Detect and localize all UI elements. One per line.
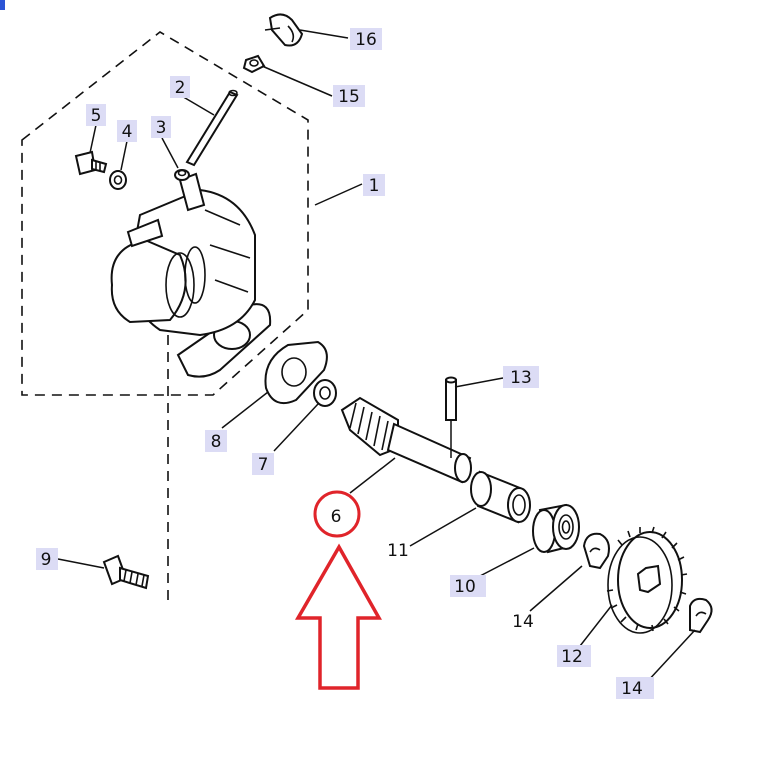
svg-text:8: 8: [211, 432, 222, 452]
svg-text:15: 15: [338, 87, 360, 107]
gear: [606, 526, 688, 634]
callout-12[interactable]: 12: [557, 645, 591, 667]
svg-text:3: 3: [156, 118, 167, 138]
corner-mark: [0, 0, 5, 10]
callout-6-highlighted[interactable]: 6: [313, 490, 361, 538]
washer-small: [109, 170, 127, 190]
washer: [313, 379, 337, 407]
nut: [242, 54, 266, 74]
gasket: [264, 340, 328, 404]
callout-16[interactable]: 16: [350, 28, 382, 50]
svg-text:13: 13: [510, 368, 532, 388]
circlip-1: [582, 532, 610, 570]
callout-14-a[interactable]: 14: [512, 612, 534, 632]
callout-7[interactable]: 7: [252, 453, 274, 475]
assembly-boundary: [21, 31, 309, 396]
highlight-arrow-icon: [294, 543, 382, 690]
svg-text:9: 9: [41, 550, 52, 570]
callout-10[interactable]: 10: [450, 575, 486, 597]
svg-text:6: 6: [331, 507, 342, 527]
callout-13[interactable]: 13: [503, 366, 539, 388]
callout-11[interactable]: 11: [387, 541, 409, 561]
callout-4[interactable]: 4: [117, 120, 137, 142]
water-pump-housing: [110, 172, 272, 378]
callout-15[interactable]: 15: [333, 85, 365, 107]
bearing: [532, 503, 580, 554]
svg-text:16: 16: [355, 30, 377, 50]
pin: [185, 89, 239, 167]
svg-text:11: 11: [387, 541, 409, 561]
callout-14-b[interactable]: 14: [616, 677, 654, 699]
dowel-pin: [445, 376, 457, 458]
circlip-2: [689, 597, 713, 634]
leader-lines: [57, 29, 696, 684]
svg-text:14: 14: [512, 612, 534, 632]
svg-text:10: 10: [454, 577, 476, 597]
svg-text:12: 12: [561, 647, 583, 667]
svg-text:1: 1: [369, 176, 380, 196]
callout-9[interactable]: 9: [36, 548, 58, 570]
hose-clip: [264, 13, 304, 47]
svg-text:14: 14: [621, 679, 643, 699]
callout-8[interactable]: 8: [205, 430, 227, 452]
svg-text:7: 7: [258, 455, 269, 475]
screw-small: [74, 150, 108, 176]
callout-1[interactable]: 1: [363, 174, 385, 196]
svg-text:4: 4: [122, 122, 133, 142]
callout-3[interactable]: 3: [151, 116, 171, 138]
impeller-shaft: [340, 396, 472, 484]
bushing: [470, 470, 531, 524]
callout-2[interactable]: 2: [170, 76, 190, 98]
svg-text:5: 5: [91, 106, 102, 126]
fitting-nut: [174, 169, 190, 181]
bolt: [102, 554, 150, 590]
svg-text:2: 2: [175, 78, 186, 98]
callout-5[interactable]: 5: [86, 104, 106, 126]
